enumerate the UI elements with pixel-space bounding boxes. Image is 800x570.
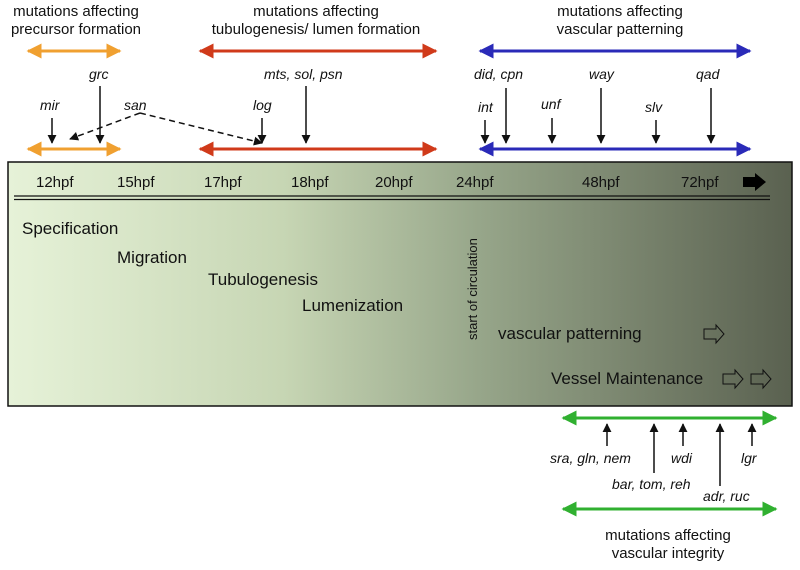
patterning-ongoing-arrow-icon xyxy=(703,323,725,345)
stage-lumenization: Lumenization xyxy=(302,296,404,315)
maintenance-ongoing-arrow-icon xyxy=(722,368,744,390)
stage-tubulogenesis: Tubulogenesis xyxy=(208,270,318,289)
gene-mts-sol-psn: mts, sol, psn xyxy=(264,66,343,82)
gene-unf: unf xyxy=(541,96,561,112)
gene-lgr: lgr xyxy=(741,450,757,466)
stage-start-of-circulation: start of circulation xyxy=(465,238,480,340)
precursor-header: mutations affecting precursor formation xyxy=(10,3,142,38)
stage-migration: Migration xyxy=(117,248,187,267)
maintenance-ongoing-arrow-icon-2 xyxy=(750,368,772,390)
san-dashed-arrow-left xyxy=(69,112,141,141)
patterning-header: mutations affecting vascular patterning xyxy=(556,3,684,38)
gene-slv: slv xyxy=(645,99,663,115)
san-dashed-arrow-right xyxy=(139,112,263,146)
gene-way: way xyxy=(589,66,614,82)
gene-grc: grc xyxy=(89,66,109,82)
timepoint-12hpf: 12hpf xyxy=(36,174,74,191)
timepoint-15hpf: 15hpf xyxy=(117,174,155,191)
gene-sra-gln-nem: sra, gln, nem xyxy=(550,450,631,466)
timepoint-48hpf: 48hpf xyxy=(582,174,620,191)
timepoint-18hpf: 18hpf xyxy=(291,174,329,191)
gene-qad: qad xyxy=(696,66,720,82)
gene-int: int xyxy=(478,99,493,115)
gene-adr-ruc: adr, ruc xyxy=(703,488,750,504)
timepoint-24hpf: 24hpf xyxy=(456,174,494,191)
gene-san: san xyxy=(124,97,147,113)
gene-mir: mir xyxy=(40,97,60,113)
stage-vessel-maintenance: Vessel Maintenance xyxy=(551,369,704,388)
tubulogenesis-header: mutations affecting tubulogenesis/ lumen… xyxy=(211,3,421,38)
timepoint-72hpf: 72hpf xyxy=(681,174,719,191)
gene-did-cpn: did, cpn xyxy=(474,66,524,82)
integrity-header: mutations affecting vascular integrity xyxy=(605,527,731,562)
timepoint-17hpf: 17hpf xyxy=(204,174,242,191)
timeline-forward-arrow-icon xyxy=(743,173,766,191)
gene-wdi: wdi xyxy=(671,450,693,466)
gene-bar-tom-reh: bar, tom, reh xyxy=(612,476,691,492)
gene-log: log xyxy=(253,97,272,113)
timepoint-20hpf: 20hpf xyxy=(375,174,413,191)
stage-specification: Specification xyxy=(22,219,119,238)
stage-vascular-patterning: vascular patterning xyxy=(498,324,642,343)
timeline-box xyxy=(7,161,793,407)
